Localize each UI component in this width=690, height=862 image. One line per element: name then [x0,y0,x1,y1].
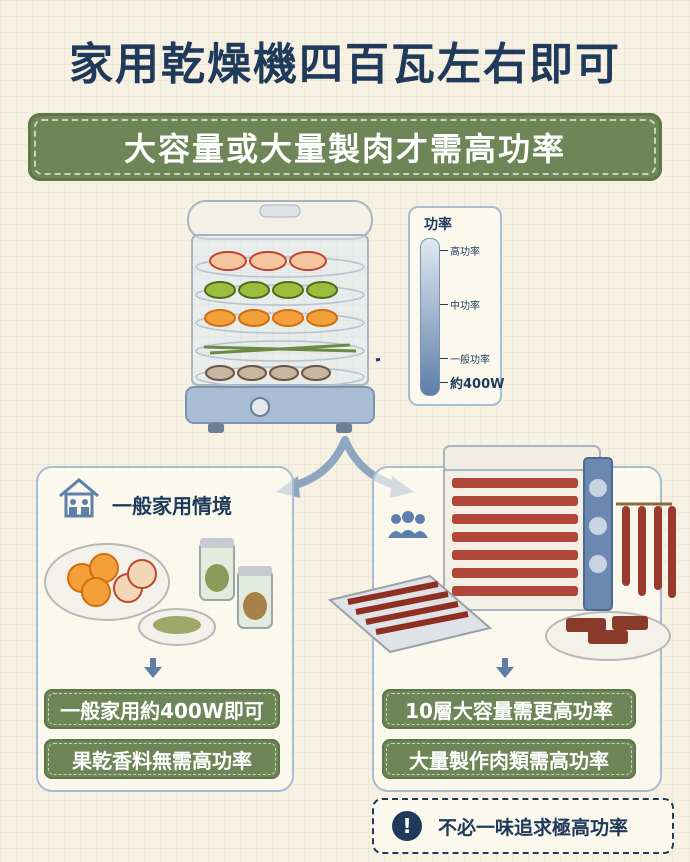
gauge-label-high: 高功率 [450,247,480,258]
ten-tier-text: 10層大容量需更高功率 [405,698,613,723]
dehydrator-illustration [185,200,380,433]
subtitle-banner: 大容量或大量製肉才需高功率 [28,113,662,181]
exclamation-icon: ! [392,811,422,841]
meat-batch-text: 大量製作肉類需高功率 [409,748,609,773]
large-dehydrator-illustration [327,445,676,661]
down-arrow-left-head [144,667,162,678]
power-gauge: 功率 高功率 中功率 一般功率 約400W [408,206,505,406]
down-arrow-left [150,658,156,668]
fruit-herb-text: 果乾香料無需高功率 [72,748,252,773]
home-use-heading: 一般家用情境 [112,494,232,518]
home-400w-text: 一般家用約400W即可 [60,698,264,723]
group-people-icon [388,511,428,538]
subtitle-text: 大容量或大量製肉才需高功率 [34,119,656,175]
fruit-herb-pill: 果乾香料無需高功率 [44,739,280,779]
gauge-title: 功率 [424,217,452,233]
home-400w-pill: 一般家用約400W即可 [44,689,280,729]
gauge-label-400w: 約400W [450,377,505,392]
page-title: 家用乾燥機四百瓦左右即可 [69,39,621,90]
gauge-tick [440,250,448,251]
gauge-tick [440,358,448,359]
note-text: 不必一味追求極高功率 [438,816,629,839]
gauge-label-mid: 中功率 [450,301,480,312]
gauge-tube [420,238,440,396]
ten-tier-pill: 10層大容量需更高功率 [382,689,636,729]
gauge-tick [440,304,448,305]
note-box: ! 不必一味追求極高功率 [372,798,674,854]
house-family-icon [59,478,99,518]
gauge-tick [440,382,448,383]
dried-fruit-illustration [44,538,273,646]
meat-batch-pill: 大量製作肉類需高功率 [382,739,636,779]
down-arrow-right [502,658,508,668]
gauge-label-normal: 一般功率 [450,355,490,366]
down-arrow-right-head [496,667,514,678]
